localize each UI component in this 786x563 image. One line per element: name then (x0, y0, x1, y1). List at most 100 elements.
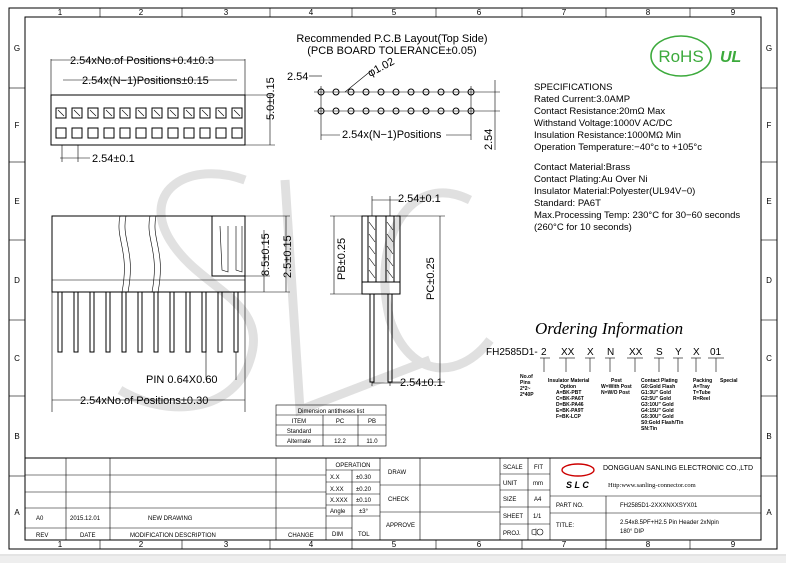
col-label: 6 (477, 540, 482, 549)
order-code-part: 2 (541, 347, 547, 358)
order-code-part: XX (629, 347, 643, 358)
row-label: A (766, 508, 772, 517)
tb-tol-dim: DIM (332, 532, 343, 538)
spec-line: Contact Plating:Au Over Ni (534, 174, 648, 185)
note-plating: G2:5U" Gold (641, 396, 671, 402)
col-label: 5 (392, 8, 397, 17)
side-pc-dim: PC±0.25 (425, 257, 437, 300)
note-positions: 2*2~ (520, 386, 531, 392)
ordering-title: Ordering Information (535, 319, 683, 338)
col-label: 7 (562, 8, 567, 17)
row-label: D (14, 276, 20, 285)
row-label: B (14, 432, 19, 441)
dim-table-cell: Standard (287, 429, 311, 435)
top-pin-openings (55, 107, 243, 139)
note-post: W=With Post (601, 384, 632, 390)
tb-size-val: A4 (534, 497, 542, 503)
row-label: A (14, 508, 20, 517)
front-stub-height: 2.5±0.15 (282, 235, 294, 278)
spec-line: Insulator Material:Polyester(UL94V−0) (534, 186, 695, 197)
spec-line: (260°C for 10 seconds) (534, 222, 632, 233)
note-positions: Pins (520, 380, 531, 386)
order-code-part: X (587, 347, 594, 358)
side-pb-dim: PB±0.25 (336, 238, 348, 280)
col-label: 7 (562, 540, 567, 549)
col-label: 1 (58, 540, 63, 549)
note-packing: R=Reel (693, 396, 711, 402)
rev-date: 2015.12.01 (70, 516, 101, 522)
row-label: G (14, 44, 20, 53)
side-view: 2.54±0.1 PB±0.25 PC±0.25 2.54±0.1 (330, 193, 445, 389)
note-insulator: F=BK-LCP (556, 414, 582, 420)
tb-title-line1: 2.54x8.5PF+H2.5 Pin Header 2xNpin (620, 520, 719, 526)
order-code-part: 01 (710, 347, 722, 358)
tb-title-label: TITLE: (556, 523, 574, 529)
rev-header: DATE (80, 533, 96, 539)
column-ticks (9, 8, 777, 549)
front-view: 8.5±0.15 2.5±0.15 PIN 0.64X0.60 2.54xNo.… (51, 215, 294, 412)
col-label: 8 (646, 8, 651, 17)
specifications: SPECIFICATIONS Rated Current:3.0AMP Cont… (534, 82, 740, 233)
rev-header: CHANGE (288, 533, 314, 539)
tb-sheet: SHEET (503, 514, 523, 520)
col-label: 3 (224, 8, 229, 17)
spec-line: Standard: PA6T (534, 198, 601, 209)
note-positions: No.of (520, 374, 533, 380)
col-label: 8 (646, 540, 651, 549)
brand-mark: S L C (566, 480, 589, 490)
col-label: 3 (224, 540, 229, 549)
projection-symbol-icon (531, 528, 544, 536)
note-insulator: D=BK-PA46 (556, 402, 584, 408)
order-code-part: FH2585D1- (486, 347, 538, 358)
spec-line: Max.Processing Temp: 230°C for 30−60 sec… (534, 210, 740, 221)
spec-line: Rated Current:3.0AMP (534, 94, 630, 105)
tb-unit-val: mm (533, 481, 543, 487)
pcb-hole-label: φ1.02 (366, 56, 397, 80)
tb-website: Http:www.sanling-connector.com (608, 482, 696, 489)
pcb-pitch-label: 2.54 (287, 71, 308, 83)
note-plating: G0:Gold Flash (641, 384, 675, 390)
pcb-layout: Recommended P.C.B Layout(Top Side) (PCB … (287, 33, 500, 150)
tb-scale-val: FIT (534, 465, 543, 471)
tb-proj: PROJ. (503, 531, 521, 537)
pcb-span-label: 2.54x(N−1)Positions (342, 129, 442, 141)
col-label: 9 (731, 540, 736, 549)
dim-table-cell: 12.2 (334, 439, 346, 445)
side-pitch-bottom: 2.54±0.1 (400, 377, 443, 389)
col-label: 5 (392, 540, 397, 549)
dim-table-cell: Alternate (287, 439, 312, 445)
title-block: OPERATION X.X ±0.30 X.XX ±0.20 X.XXX ±0.… (25, 457, 761, 540)
top-overall-dim: 2.54xNo.of Positions+0.4±0.3 (70, 55, 214, 67)
order-code-part: X (693, 347, 700, 358)
note-plating: SN:Tin (641, 426, 657, 432)
col-label: 1 (58, 8, 63, 17)
spec-line: Withstand Voltage:1000V AC/DC (534, 118, 672, 129)
col-label: 9 (731, 8, 736, 17)
row-label: B (766, 432, 771, 441)
note-packing: A=Tray (693, 384, 710, 390)
note-insulator: C=BK-PA6T (556, 396, 584, 402)
order-code-part: N (607, 347, 614, 358)
row-label: F (767, 121, 772, 130)
dim-table-header: PB (368, 419, 376, 425)
note-insulator: Insulator Material (548, 378, 590, 384)
tb-approve: APPROVE (386, 523, 415, 529)
sheet-outer-frame (8, 7, 778, 550)
tb-draw: DRAW (388, 470, 406, 476)
col-label: 4 (309, 8, 314, 17)
note-plating: G4:15U" Gold (641, 408, 674, 414)
order-code-part: Y (675, 347, 682, 358)
row-label: E (14, 197, 19, 206)
company-logo: S L C (561, 463, 595, 490)
tb-tol-val: ±0.10 (356, 498, 372, 504)
rev-desc: NEW DRAWING (148, 516, 193, 522)
tb-operation: OPERATION (336, 463, 371, 469)
col-label: 2 (139, 8, 144, 17)
spec-line: Insulation Resistance:1000MΩ Min (534, 130, 681, 141)
note-insulator: Option (560, 384, 576, 390)
row-label: C (766, 354, 772, 363)
tb-size: SIZE (503, 497, 516, 503)
row-label: G (766, 44, 772, 53)
tb-company: DONGGUAN SANLING ELECTRONIC CO.,LTD (603, 465, 753, 472)
